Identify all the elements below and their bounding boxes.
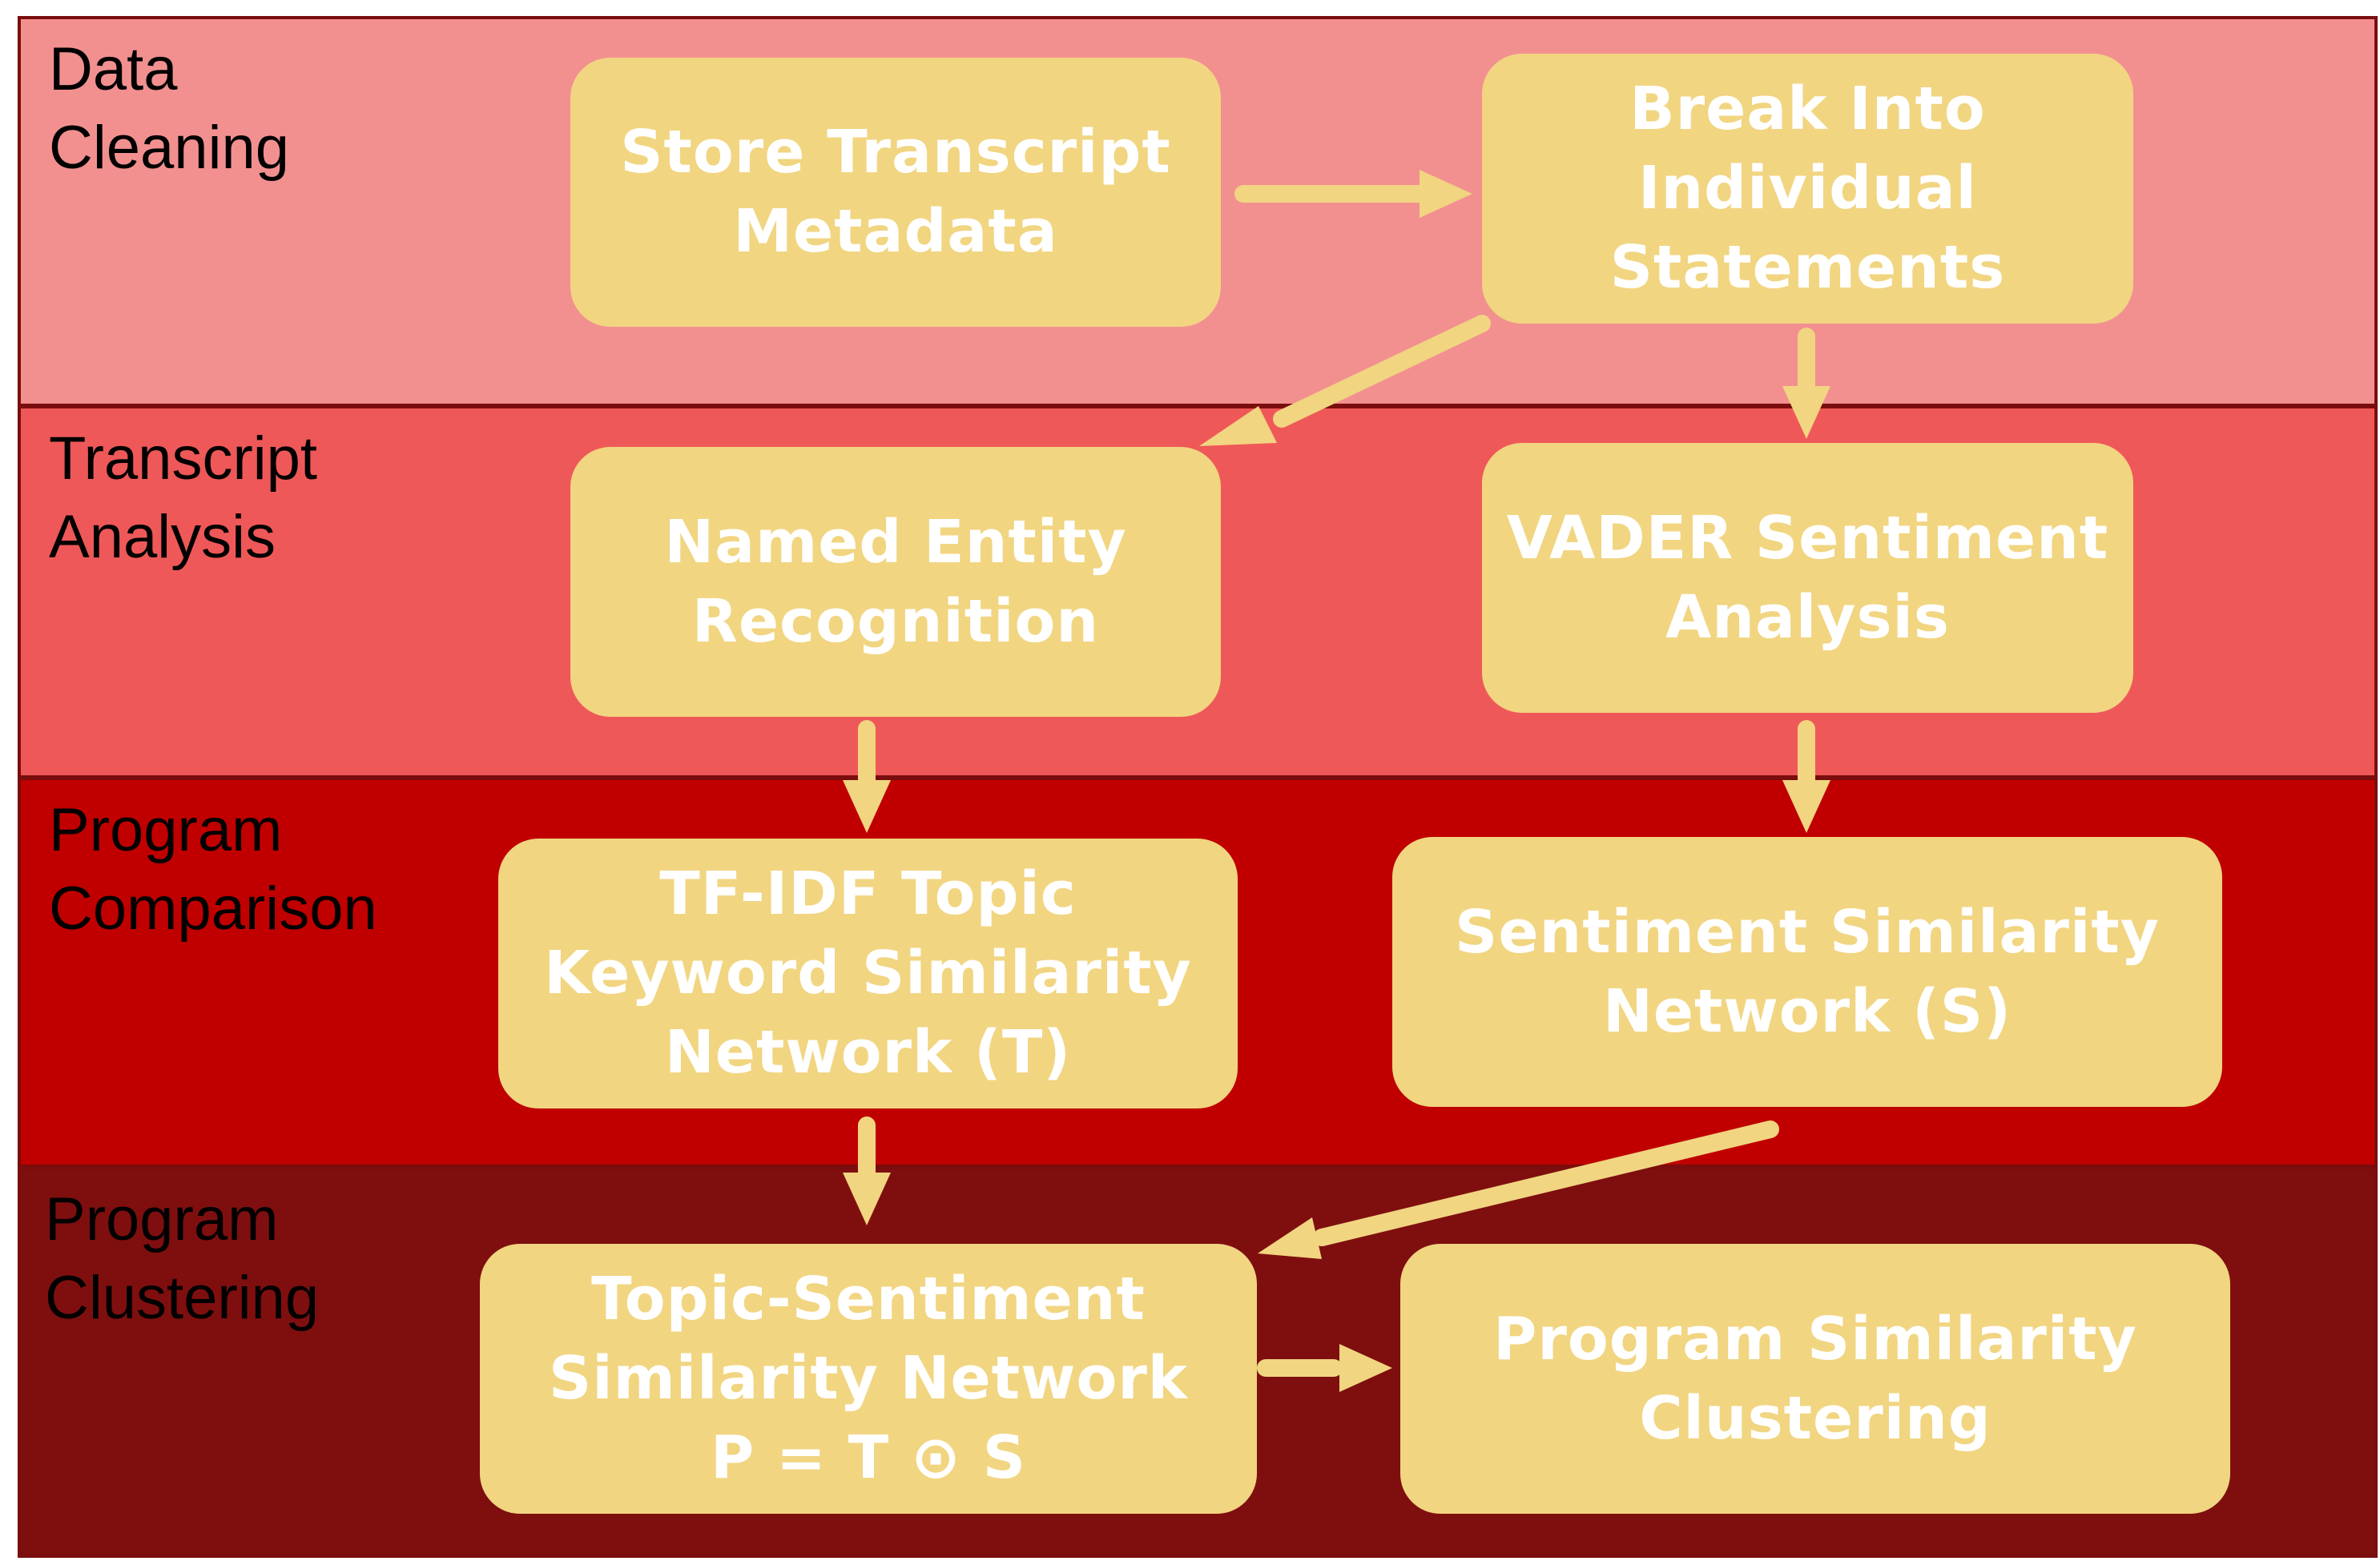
- node-named-entity-recognition: Named Entity Recognition: [570, 447, 1221, 717]
- node-label-store-transcript-metadata: Store Transcript Metadata: [620, 118, 1171, 266]
- node-label-program-similarity-clustering: Program Similarity Clustering: [1493, 1304, 2137, 1453]
- node-label-break-into-statements: Break Into Individual Statements: [1609, 74, 2006, 302]
- node-tfidf-topic-network: TF-IDF Topic Keyword Similarity Network …: [498, 839, 1238, 1108]
- node-label-topic-sentiment-network: Topic-Sentiment Similarity Network P = T…: [548, 1265, 1189, 1492]
- node-break-into-statements: Break Into Individual Statements: [1482, 54, 2133, 324]
- node-store-transcript-metadata: Store Transcript Metadata: [570, 58, 1221, 327]
- node-topic-sentiment-network: Topic-Sentiment Similarity Network P = T…: [480, 1244, 1257, 1514]
- node-program-similarity-clustering: Program Similarity Clustering: [1400, 1244, 2230, 1514]
- node-sentiment-similarity-network: Sentiment Similarity Network (S): [1392, 837, 2222, 1107]
- band-label-program-clustering: Program Clustering: [45, 1185, 320, 1332]
- band-label-transcript-analysis: Transcript Analysis: [49, 424, 318, 571]
- node-vader-sentiment-analysis: VADER Sentiment Analysis: [1482, 443, 2133, 713]
- node-label-vader-sentiment-analysis: VADER Sentiment Analysis: [1506, 503, 2109, 652]
- node-label-sentiment-similarity-network: Sentiment Similarity Network (S): [1455, 897, 2160, 1046]
- band-label-program-comparison: Program Comparison: [49, 796, 377, 943]
- band-label-data-cleaning: Data Cleaning: [49, 35, 289, 182]
- node-label-named-entity-recognition: Named Entity Recognition: [664, 507, 1127, 656]
- node-label-tfidf-topic-network: TF-IDF Topic Keyword Similarity Network …: [544, 859, 1192, 1087]
